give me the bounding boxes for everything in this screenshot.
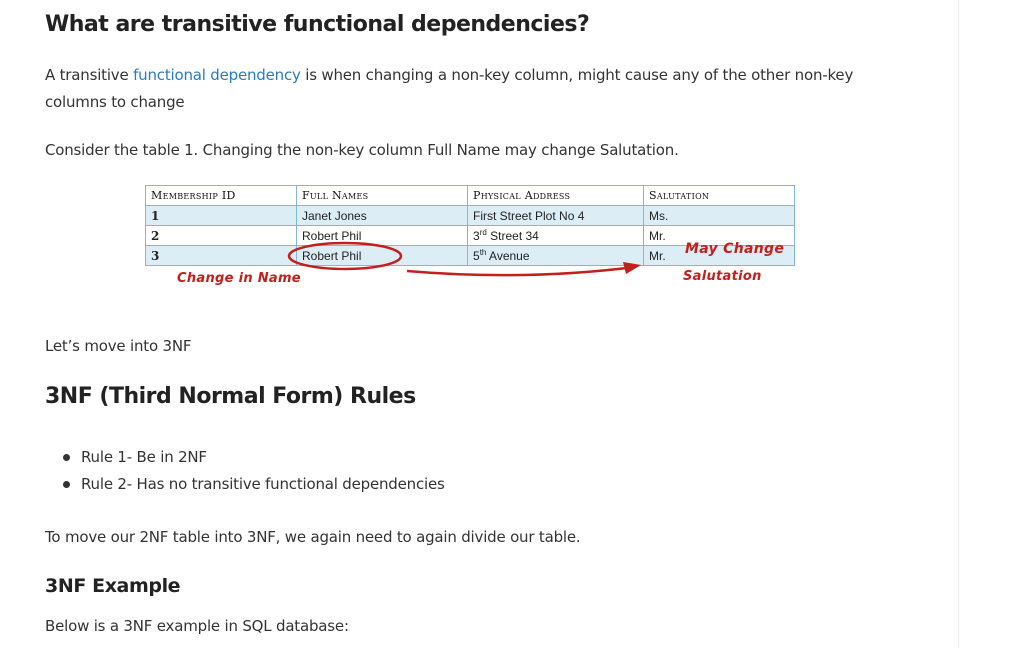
divide-paragraph: To move our 2NF table into 3NF, we again… xyxy=(45,528,581,546)
intro-paragraph: A transitive functional dependency is wh… xyxy=(45,62,895,116)
address-ordinal: rd xyxy=(479,228,487,237)
address-number: 5 xyxy=(473,249,480,263)
cell-name: Robert Phil xyxy=(296,245,468,266)
cell-salutation: Mr. xyxy=(643,245,795,266)
cell-address: 5th Avenue xyxy=(467,245,644,266)
bullet-icon xyxy=(63,481,70,488)
table-header-row: Membership ID Full Names Physical Addres… xyxy=(145,185,795,206)
annotation-overlay xyxy=(287,241,641,277)
section-heading: What are transitive functional dependenc… xyxy=(45,12,590,37)
example-heading: 3NF Example xyxy=(45,575,181,597)
list-item: Rule 2- Has no transitive functional dep… xyxy=(63,471,445,498)
page-divider xyxy=(958,0,959,648)
rules-list: Rule 1- Be in 2NF Rule 2- Has no transit… xyxy=(63,444,445,498)
header-salutation: Salutation xyxy=(643,185,795,206)
move-paragraph: Let’s move into 3NF xyxy=(45,337,192,355)
table-row: 1 Janet Jones First Street Plot No 4 Ms. xyxy=(145,205,795,226)
rule-text: Rule 2- Has no transitive functional dep… xyxy=(81,475,445,493)
address-ordinal: th xyxy=(479,248,487,257)
highlight-ellipse xyxy=(287,241,403,271)
rules-heading: 3NF (Third Normal Form) Rules xyxy=(45,384,416,409)
membership-table-figure: Membership ID Full Names Physical Addres… xyxy=(145,185,805,295)
change-arrow-line xyxy=(406,265,636,277)
address-number: 3 xyxy=(473,229,480,243)
cell-name: Janet Jones xyxy=(296,205,468,226)
change-in-name-annotation: Change in Name xyxy=(177,271,301,286)
cell-id: 3 xyxy=(145,245,297,266)
consider-paragraph: Consider the table 1. Changing the non-k… xyxy=(45,141,679,159)
table-row: 2 Robert Phil 3rd Street 34 Mr. xyxy=(145,225,795,246)
list-item: Rule 1- Be in 2NF xyxy=(63,444,445,471)
address-rest: Avenue xyxy=(486,249,530,263)
header-physical-address: Physical Address xyxy=(467,185,644,206)
address-rest: First Street Plot No 4 xyxy=(473,209,585,223)
functional-dependency-link[interactable]: functional dependency xyxy=(133,66,301,84)
membership-table: Membership ID Full Names Physical Addres… xyxy=(145,185,795,266)
bullet-icon xyxy=(63,454,70,461)
cell-salutation: Mr. xyxy=(643,225,795,246)
cell-id: 1 xyxy=(145,205,297,226)
example-paragraph: Below is a 3NF example in SQL database: xyxy=(45,617,349,635)
address-rest: Street 34 xyxy=(486,229,539,243)
salutation-annotation: Salutation xyxy=(683,269,762,284)
rule-text: Rule 1- Be in 2NF xyxy=(81,448,207,466)
intro-text-after: is when changing a non-key column, might… xyxy=(45,66,854,111)
header-full-names: Full Names xyxy=(296,185,468,206)
may-change-annotation: May Change xyxy=(685,241,785,257)
table-row: 3 Robert Phil 5th Avenue Mr. xyxy=(145,245,795,266)
cell-name: Robert Phil xyxy=(296,225,468,246)
intro-text-before: A transitive xyxy=(45,66,134,84)
header-membership-id: Membership ID xyxy=(145,185,297,206)
cell-salutation: Ms. xyxy=(643,205,795,226)
arrow-head-icon xyxy=(623,262,641,274)
